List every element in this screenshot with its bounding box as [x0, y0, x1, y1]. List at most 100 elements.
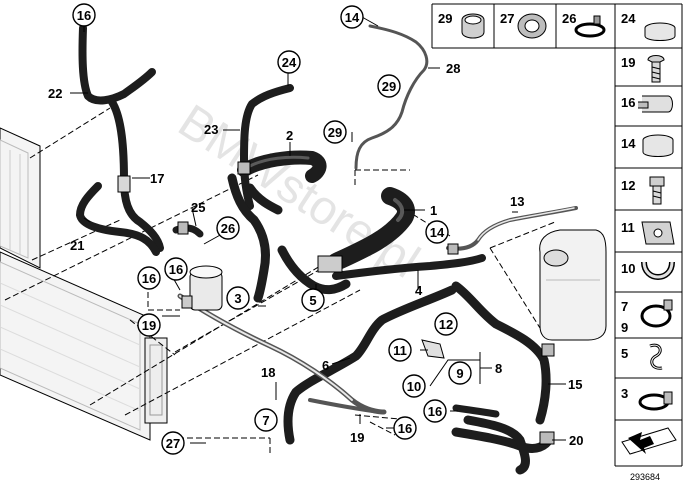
svg-text:11: 11	[393, 343, 407, 358]
callout-4: 4	[415, 283, 423, 298]
callout-16-c: 16	[164, 257, 188, 281]
hose-clamp-icon	[640, 299, 673, 328]
svg-text:3: 3	[234, 291, 241, 306]
spring-clip-icon	[649, 343, 663, 370]
bolt-icon	[647, 55, 665, 83]
callout-11: 11	[388, 338, 412, 362]
electric-pump	[181, 265, 223, 311]
reference-lines	[4, 107, 556, 455]
components	[177, 161, 607, 445]
legend-label-29: 29	[438, 11, 452, 26]
legend-label-27: 27	[500, 11, 514, 26]
callout-9: 9	[448, 361, 472, 385]
legend-label-11: 11	[621, 220, 635, 235]
spring-clip-icon	[638, 95, 673, 113]
callout-27: 27	[161, 431, 185, 455]
callout-26: 26	[216, 216, 240, 240]
bolt-icon	[649, 176, 665, 205]
radiator	[0, 127, 168, 441]
callout-24: 24	[277, 50, 301, 74]
callout-18: 18	[261, 365, 275, 380]
svg-text:16: 16	[142, 271, 156, 286]
callout-16-b: 16	[137, 266, 161, 290]
callout-12: 12	[434, 312, 458, 336]
callouts: 16 24 14 29 29 26 16 16 3 5 19 14 12 11 …	[48, 3, 583, 455]
svg-text:19: 19	[142, 318, 156, 333]
legend-label-9: 9	[621, 320, 628, 335]
hose-clamp-icon	[642, 134, 674, 157]
legend-label-5: 5	[621, 346, 628, 361]
reference-number: 293684	[630, 472, 660, 482]
connector	[447, 243, 459, 255]
callout-16-top: 16	[72, 3, 96, 27]
hose-clamp-icon	[574, 15, 606, 38]
callout-8: 8	[495, 361, 502, 376]
legend-label-3: 3	[621, 386, 628, 401]
callout-14-mid: 14	[425, 220, 449, 244]
legend-label-10: 10	[621, 261, 635, 276]
callout-6: 6	[322, 358, 329, 373]
svg-text:26: 26	[221, 221, 235, 236]
callout-16-d: 16	[423, 399, 447, 423]
legend-label-12: 12	[621, 178, 635, 193]
legend-label-26: 26	[562, 11, 576, 26]
svg-text:14: 14	[430, 225, 445, 240]
callout-14-top: 14	[340, 5, 364, 29]
callout-29-lower: 29	[323, 120, 347, 144]
callout-25: 25	[191, 200, 205, 215]
svg-text:24: 24	[282, 55, 297, 70]
bracket-11	[421, 339, 445, 359]
connector	[237, 161, 251, 175]
callout-17: 17	[150, 171, 164, 186]
svg-text:29: 29	[328, 125, 342, 140]
parts-legend: 29 27 26 24 19 16 14 12 11 10 7 9 5 3	[431, 3, 683, 467]
callout-2: 2	[286, 128, 293, 143]
svg-text:16: 16	[77, 8, 91, 23]
svg-text:10: 10	[407, 379, 421, 394]
callout-13: 13	[510, 194, 524, 209]
callout-28: 28	[446, 61, 460, 76]
connector-housing	[317, 255, 343, 273]
svg-text:16: 16	[169, 262, 183, 277]
callout-21: 21	[70, 238, 84, 253]
callout-22: 22	[48, 86, 62, 101]
callout-15: 15	[568, 377, 582, 392]
legend-label-16: 16	[621, 95, 635, 110]
callout-19-bottom: 19	[350, 430, 364, 445]
callout-23: 23	[204, 122, 218, 137]
spring-clip-icon	[641, 261, 675, 280]
legend-label-14: 14	[621, 136, 636, 151]
hose-clamp-icon	[644, 22, 676, 41]
nut-icon	[641, 221, 675, 245]
legend-label-19: 19	[621, 55, 635, 70]
connector	[177, 221, 189, 235]
svg-text:12: 12	[439, 317, 453, 332]
callout-1: 1	[430, 203, 437, 218]
connector	[539, 431, 555, 445]
svg-text:7: 7	[262, 413, 269, 428]
svg-text:16: 16	[428, 404, 442, 419]
legend-label-7: 7	[621, 299, 628, 314]
callout-16-e: 16	[393, 416, 417, 440]
legend-label-24: 24	[621, 11, 636, 26]
connector-icon	[517, 13, 547, 39]
svg-text:16: 16	[398, 421, 412, 436]
svg-text:29: 29	[382, 79, 396, 94]
callout-10: 10	[402, 374, 426, 398]
svg-text:9: 9	[456, 366, 463, 381]
callout-20: 20	[569, 433, 583, 448]
arrow-icon	[621, 427, 677, 455]
hose-clamp-icon	[638, 391, 673, 411]
callout-3: 3	[226, 286, 250, 310]
callout-19-left: 19	[137, 313, 161, 337]
callout-7: 7	[254, 408, 278, 432]
svg-text:14: 14	[345, 10, 360, 25]
connector	[541, 343, 555, 357]
hoses	[76, 24, 555, 475]
svg-text:27: 27	[166, 436, 180, 451]
callout-5: 5	[301, 288, 325, 312]
svg-text:5: 5	[309, 293, 316, 308]
callout-29-upper: 29	[377, 74, 401, 98]
expansion-tank	[539, 229, 607, 341]
